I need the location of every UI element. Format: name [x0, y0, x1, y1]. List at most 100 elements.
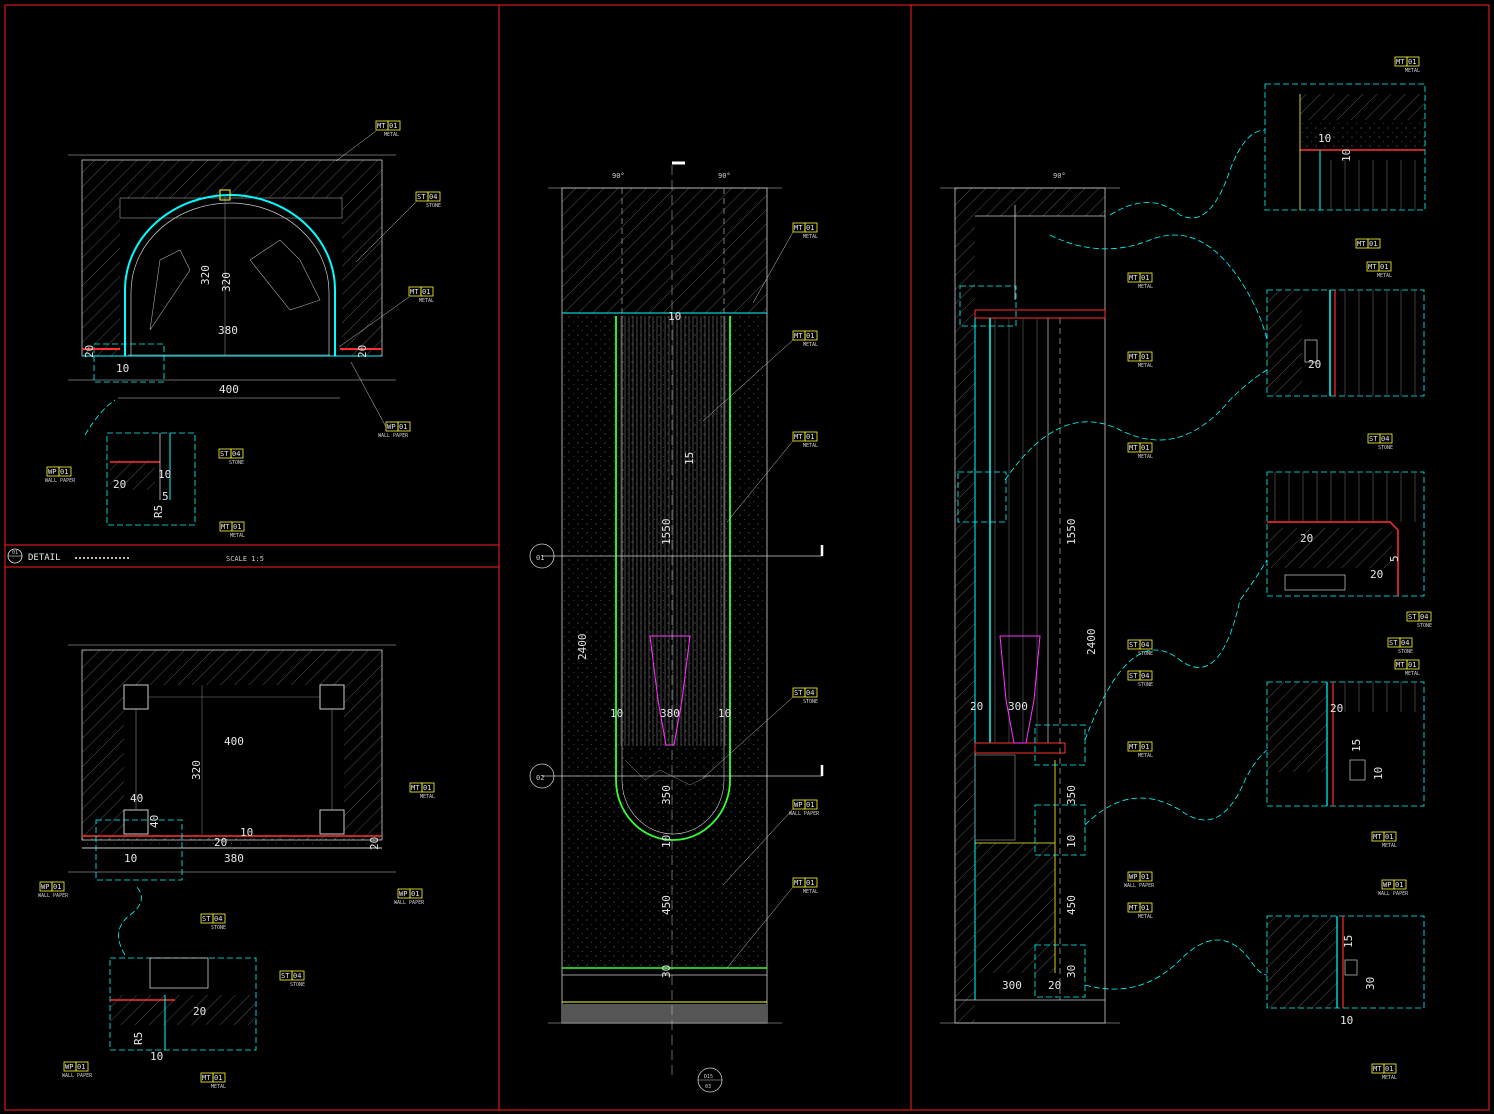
svg-text:METAL: METAL	[419, 298, 434, 304]
sub-dim-10: 10	[158, 468, 171, 481]
detail-number: 01	[12, 550, 18, 556]
svg-text:METAL: METAL	[1377, 273, 1392, 279]
plan-sub-dim-r5: R5	[132, 1032, 145, 1045]
svg-text:01: 01	[1408, 661, 1416, 669]
svg-text:04: 04	[232, 450, 240, 458]
svg-text:01: 01	[806, 433, 814, 441]
svg-text:04: 04	[1420, 613, 1428, 621]
svg-text:MT: MT	[202, 1074, 211, 1082]
svg-text:MT: MT	[377, 122, 386, 130]
svg-text:STONE: STONE	[1378, 445, 1393, 451]
svg-text:METAL: METAL	[803, 234, 818, 240]
sub-dim-5: 5	[162, 490, 169, 503]
middle-elevation: 01 02 D15 03 90° 90° 2400 1550 380 10 10…	[529, 161, 824, 1093]
mid-dim-10-a: 10	[610, 707, 623, 720]
svg-text:MT: MT	[1368, 263, 1377, 271]
svg-text:WP: WP	[65, 1063, 73, 1071]
svg-text:ST: ST	[1129, 641, 1138, 649]
svg-text:MT: MT	[1129, 274, 1138, 282]
d3-dim-5: 5	[1388, 555, 1401, 562]
svg-text:ST: ST	[1129, 672, 1138, 680]
svg-text:MT: MT	[794, 433, 803, 441]
angle-left: 90°	[612, 172, 625, 180]
plan-sub-dim-20: 20	[193, 1005, 206, 1018]
svg-text:01: 01	[806, 224, 814, 232]
svg-text:WALL PAPER: WALL PAPER	[1124, 883, 1155, 889]
d3-dim-20-a: 20	[1300, 532, 1313, 545]
svg-text:WALL PAPER: WALL PAPER	[38, 893, 69, 899]
dim-20-a: 20	[83, 345, 96, 358]
right-dim-350: 350	[1065, 785, 1078, 805]
svg-text:01: 01	[1141, 444, 1149, 452]
svg-text:MT: MT	[1373, 833, 1382, 841]
svg-text:METAL: METAL	[211, 1084, 226, 1090]
svg-text:01: 01	[806, 879, 814, 887]
svg-text:WP: WP	[1129, 873, 1137, 881]
svg-text:WP: WP	[399, 890, 407, 898]
right-dim-30: 30	[1065, 965, 1078, 978]
svg-text:WALL PAPER: WALL PAPER	[1378, 891, 1409, 897]
svg-text:01: 01	[60, 468, 68, 476]
svg-text:01: 01	[1141, 873, 1149, 881]
svg-text:WALL PAPER: WALL PAPER	[378, 433, 409, 439]
ref-bottom: 03	[705, 1084, 711, 1090]
svg-text:ST: ST	[417, 193, 426, 201]
svg-text:WALL PAPER: WALL PAPER	[45, 478, 76, 484]
svg-text:01: 01	[53, 883, 61, 891]
svg-text:01: 01	[1385, 1065, 1393, 1073]
svg-text:MT: MT	[794, 224, 803, 232]
svg-text:WP: WP	[48, 468, 56, 476]
svg-text:METAL: METAL	[1138, 454, 1153, 460]
right-dim-20: 20	[970, 700, 983, 713]
d3-dim-20-b: 20	[1370, 568, 1383, 581]
svg-text:04: 04	[1141, 672, 1149, 680]
svg-text:01: 01	[806, 332, 814, 340]
section-01: 01	[536, 554, 544, 562]
svg-text:01: 01	[422, 288, 430, 296]
svg-text:MT: MT	[794, 879, 803, 887]
svg-text:METAL: METAL	[1138, 363, 1153, 369]
right-angle: 90°	[1053, 172, 1066, 180]
svg-text:METAL: METAL	[384, 132, 399, 138]
svg-text:MT: MT	[1396, 58, 1405, 66]
mid-dim-350: 350	[660, 785, 673, 805]
mid-dim-15: 15	[683, 452, 696, 465]
mid-dim-30: 30	[660, 965, 673, 978]
mid-dim-1550: 1550	[660, 519, 673, 546]
svg-text:WP: WP	[387, 423, 395, 431]
svg-text:METAL: METAL	[230, 533, 245, 539]
d5-dim-30: 30	[1364, 977, 1377, 990]
svg-text:WP: WP	[794, 801, 802, 809]
svg-text:01: 01	[411, 890, 419, 898]
right-dim-450: 450	[1065, 895, 1078, 915]
d4-dim-15: 15	[1350, 739, 1363, 752]
d2-dim-20: 20	[1308, 358, 1321, 371]
right-elevation: 90° 2400 1550 300 20 350 450 10 30 300 2…	[940, 172, 1120, 1024]
right-details: 10 10 20 20 20 5 20 10 15 30 1	[1004, 83, 1426, 1027]
arch-detail: 400 380 320 320 20 20 10 20 10 5 R5	[68, 154, 396, 526]
plan-dim-320: 320	[190, 760, 203, 780]
svg-text:STONE: STONE	[426, 203, 441, 209]
svg-text:04: 04	[1401, 639, 1409, 647]
svg-text:01: 01	[1141, 353, 1149, 361]
svg-text:STONE: STONE	[229, 460, 244, 466]
svg-text:MT: MT	[1357, 240, 1366, 248]
right-dim-20-b: 20	[1048, 979, 1061, 992]
mid-dim-2400: 2400	[576, 634, 589, 661]
